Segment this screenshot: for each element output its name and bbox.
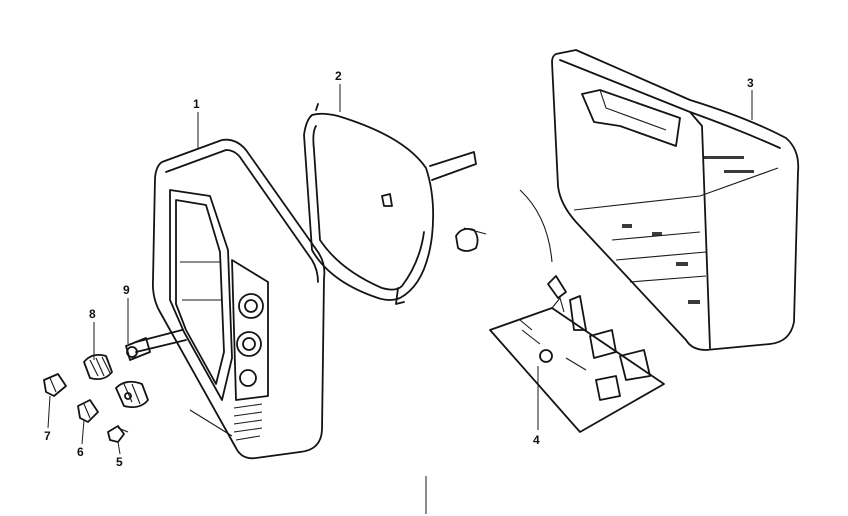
part-label-7: 7: [44, 429, 51, 443]
yoke-clip-part: [455, 227, 487, 252]
part-label-5: 5: [116, 455, 123, 469]
part-label-6: 6: [77, 445, 84, 459]
control-shaft-part: [125, 329, 187, 361]
knob-large-lower-part: [115, 380, 149, 409]
part-label-4: 4: [533, 433, 540, 447]
knob-small-left-part: [43, 373, 67, 397]
part-label-8: 8: [89, 307, 96, 321]
part-label-9: 9: [123, 283, 130, 297]
knob-large-part: [83, 353, 113, 381]
knob-medium-part: [77, 399, 99, 423]
leader-lines: [47, 84, 753, 514]
part-label-3: 3: [747, 76, 754, 90]
part-label-2: 2: [335, 69, 342, 83]
circuit-board-part: [489, 189, 665, 433]
picture-tube-part: [303, 103, 477, 305]
cabinet-front-part: [151, 138, 326, 460]
part-label-1: 1: [193, 97, 200, 111]
small-knob-part: [107, 425, 129, 443]
back-cover-part: [551, 49, 800, 351]
